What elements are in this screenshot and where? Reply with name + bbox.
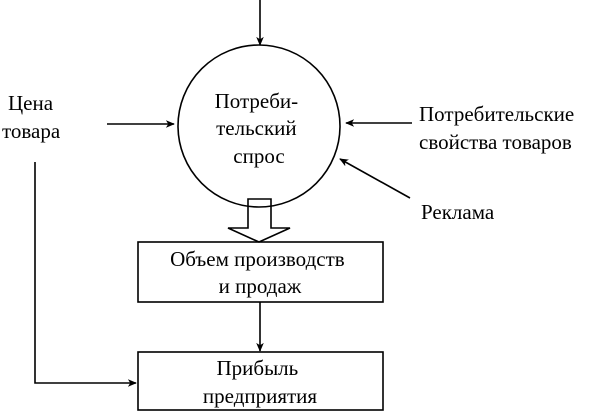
price-label-line-2: товара — [2, 119, 61, 143]
profit-box — [137, 351, 384, 411]
arrow-price-to-profit — [34, 162, 137, 387]
price-label-line-1: Цена — [8, 91, 54, 115]
demand-label-line-3: спрос — [233, 144, 284, 168]
demand-label-line-2: тельский — [216, 116, 297, 140]
price-label: Цена товара — [2, 91, 61, 143]
arrow-advertising-to-demand — [339, 158, 411, 199]
profit-label-line-2: предприятия — [203, 384, 318, 408]
profit-label: Прибыль предприятия — [203, 356, 318, 408]
profit-label-line-1: Прибыль — [216, 356, 298, 380]
properties-label-line-2: свойства товаров — [419, 130, 572, 154]
volume-label-line-2: и продаж — [219, 274, 302, 298]
volume-label-line-1: Объем производств — [170, 247, 345, 271]
properties-label-line-1: Потребительские — [419, 102, 574, 126]
volume-label: Объем производств и продаж — [170, 247, 350, 298]
advertising-label: Реклама — [421, 200, 495, 224]
properties-label: Потребительские свойства товаров — [419, 102, 579, 154]
block-arrow-demand-to-volume — [227, 198, 291, 243]
demand-label: Потреби- тельский спрос — [215, 89, 304, 168]
demand-label-line-1: Потреби- — [215, 89, 299, 113]
demand-circle — [177, 44, 341, 208]
